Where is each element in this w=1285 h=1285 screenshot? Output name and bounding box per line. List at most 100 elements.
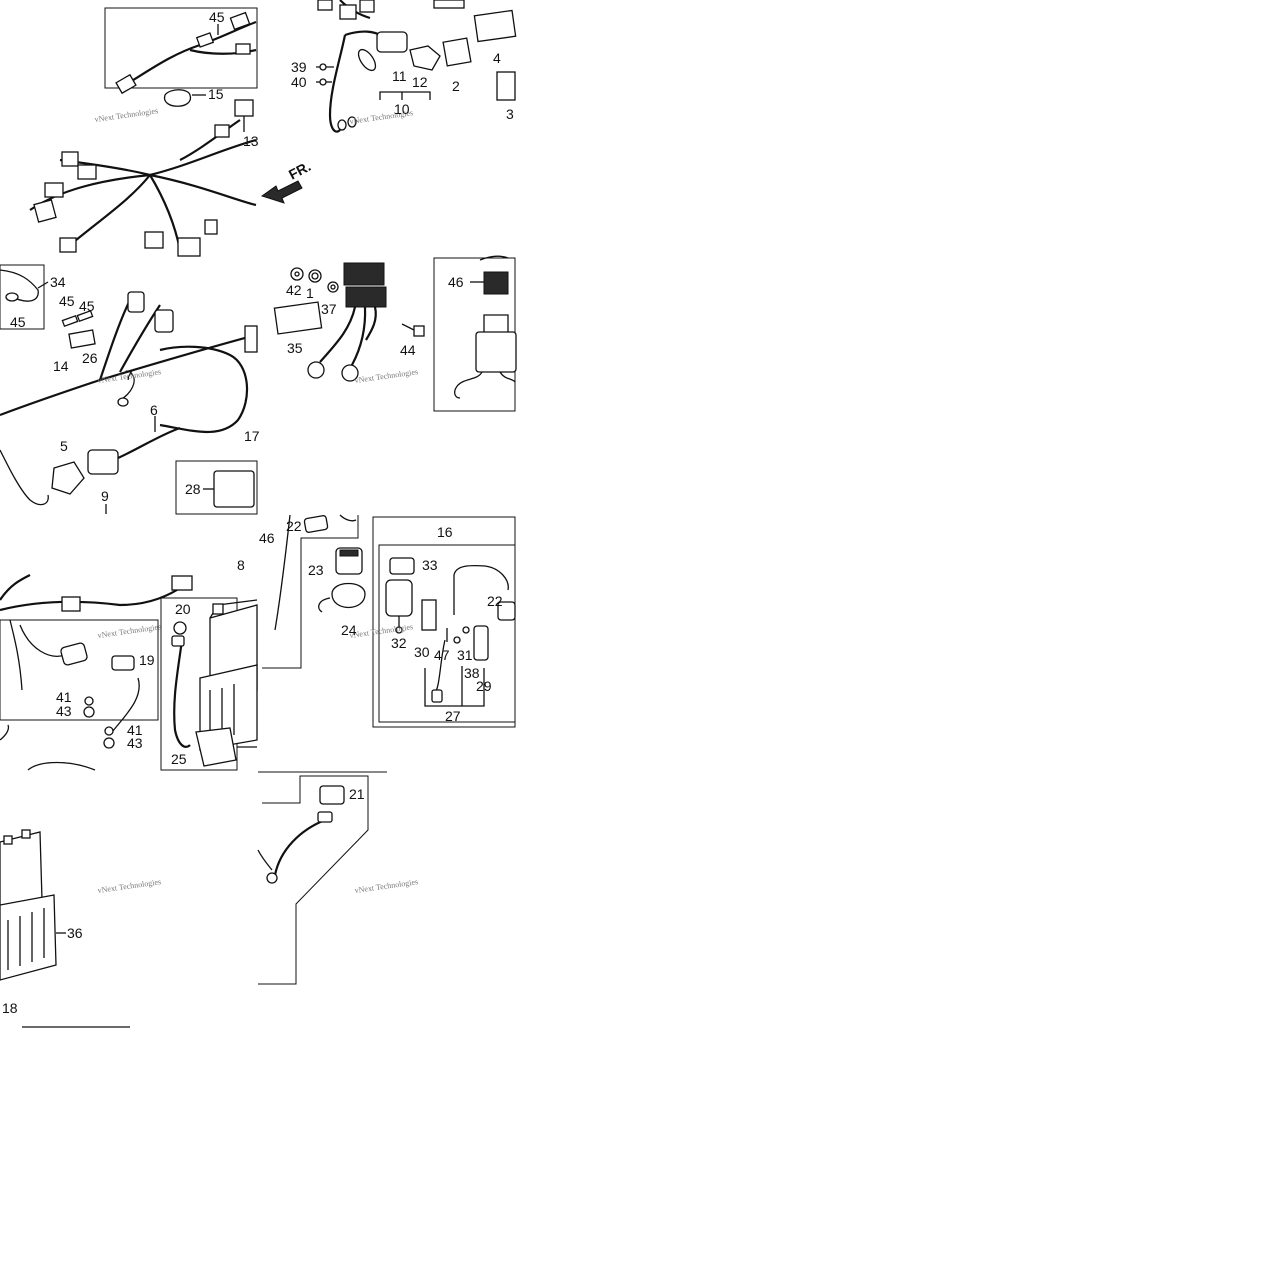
watermark: vNext Technologies bbox=[97, 877, 162, 895]
unit-28 bbox=[213, 470, 255, 508]
callout-4: 4 bbox=[493, 50, 501, 66]
callout-45: 45 bbox=[10, 314, 26, 330]
callout-5: 5 bbox=[60, 438, 68, 454]
callout-27: 27 bbox=[445, 708, 461, 724]
fuses-45 bbox=[61, 309, 94, 328]
part-3 bbox=[496, 71, 516, 101]
switch-32 bbox=[385, 579, 413, 634]
tile-harness-14: vNext Technologies 34 45 45 45 26 14 7 6… bbox=[0, 264, 260, 515]
callout-35: 35 bbox=[287, 340, 303, 356]
bolts-39-40 bbox=[316, 63, 334, 86]
watermark: vNext Technologies bbox=[354, 367, 419, 385]
callout-39: 39 bbox=[291, 59, 307, 75]
callout-12: 12 bbox=[412, 74, 428, 90]
callout-22: 22 bbox=[487, 593, 503, 609]
inset-frame-17 bbox=[175, 460, 258, 515]
battery-18 bbox=[0, 829, 57, 981]
callout-20: 20 bbox=[175, 601, 191, 617]
relay-11 bbox=[376, 31, 408, 53]
tile-relays: FR. vNext Technologies 39 40 11 12 10 2 … bbox=[260, 0, 517, 204]
callout-42: 42 bbox=[286, 282, 302, 298]
callout-28: 28 bbox=[185, 481, 201, 497]
part-5 bbox=[51, 461, 85, 495]
cap-22 bbox=[303, 515, 329, 533]
callout-22: 22 bbox=[286, 518, 302, 534]
unit-4 bbox=[473, 9, 517, 43]
nuts-41-43 bbox=[83, 696, 115, 749]
callout-25: 25 bbox=[171, 751, 187, 767]
fuse-box-26 bbox=[68, 329, 96, 349]
wire-10 bbox=[328, 30, 386, 133]
callout-29: 29 bbox=[476, 678, 492, 694]
callout-24: 24 bbox=[341, 622, 357, 638]
callout-2: 2 bbox=[452, 78, 460, 94]
callout-41: 41 bbox=[56, 689, 72, 705]
part-30 bbox=[421, 599, 437, 631]
inset-frame-16 bbox=[372, 516, 516, 728]
tile-starter-relay: vNext Technologies 22 46 23 24 32 16 33 … bbox=[259, 514, 516, 728]
tile-regulator: vNext Technologies 42 1 37 35 44 46 bbox=[273, 255, 517, 412]
callout-6: 6 bbox=[150, 402, 158, 418]
callout-36: 36 bbox=[67, 925, 83, 941]
part-12 bbox=[409, 45, 441, 71]
watermark: vNext Technologies bbox=[97, 622, 162, 640]
callout-43: 43 bbox=[56, 703, 72, 719]
inset-frame-27 bbox=[378, 544, 516, 723]
callout-44: 44 bbox=[400, 342, 416, 358]
nuts-42-1-37 bbox=[290, 267, 339, 293]
callout-45: 45 bbox=[79, 298, 95, 314]
regulator-33 bbox=[389, 557, 415, 575]
watermark: vNext Technologies bbox=[94, 106, 159, 124]
harness-14-run bbox=[0, 291, 258, 433]
bracket-24 bbox=[318, 582, 366, 613]
connector-13 bbox=[234, 99, 254, 117]
ignition-coil-6 bbox=[87, 416, 181, 475]
clamp-15 bbox=[164, 89, 206, 107]
front-arrow: FR. bbox=[260, 158, 313, 204]
callout-38: 38 bbox=[464, 665, 480, 681]
callout-8: 8 bbox=[237, 557, 245, 573]
regulator-rectifier bbox=[307, 262, 387, 382]
cap-19 bbox=[111, 655, 135, 671]
callout-18: 18 bbox=[2, 1000, 18, 1016]
cap-21 bbox=[319, 785, 345, 805]
callout-11: 11 bbox=[392, 68, 407, 84]
callout-1: 1 bbox=[306, 285, 314, 301]
callout-41: 41 bbox=[127, 722, 143, 738]
callout-3: 3 bbox=[506, 106, 514, 122]
callout-46: 46 bbox=[259, 530, 275, 546]
callout-7: 7 bbox=[125, 367, 133, 383]
callout-47: 47 bbox=[434, 647, 450, 663]
parts-47-31-38-29 bbox=[446, 625, 489, 661]
callout-32: 32 bbox=[391, 635, 407, 651]
callout-43: 43 bbox=[127, 735, 143, 751]
callout-45: 45 bbox=[209, 9, 225, 25]
unit-35 bbox=[273, 301, 323, 335]
bracket-10 bbox=[379, 91, 431, 100]
callout-31: 31 bbox=[457, 647, 473, 663]
front-marker: FR. bbox=[286, 158, 313, 183]
callout-19: 19 bbox=[139, 652, 155, 668]
callout-26: 26 bbox=[82, 350, 98, 366]
tile-cable-21: vNext Technologies 21 bbox=[257, 771, 419, 985]
bolt-44 bbox=[401, 323, 425, 337]
part-25 bbox=[195, 727, 237, 767]
callout-40: 40 bbox=[291, 74, 307, 90]
callout-9: 9 bbox=[101, 488, 109, 504]
callout-46: 46 bbox=[448, 274, 464, 290]
callout-23: 23 bbox=[308, 562, 324, 578]
cap-22 bbox=[497, 601, 516, 621]
callout-10: 10 bbox=[394, 101, 410, 117]
callout-16: 16 bbox=[437, 524, 453, 540]
callout-21: 21 bbox=[349, 786, 365, 802]
relay-2 bbox=[442, 37, 472, 67]
callout-37: 37 bbox=[321, 301, 337, 317]
sub-harness-45 bbox=[115, 11, 257, 95]
watermark: vNext Technologies bbox=[354, 877, 419, 895]
cable-20 bbox=[171, 621, 191, 748]
callout-45: 45 bbox=[59, 293, 75, 309]
callout-33: 33 bbox=[422, 557, 438, 573]
tile-battery-cables: vNext Technologies 8 20 19 41 43 41 43 2… bbox=[0, 557, 258, 771]
inset-frame bbox=[104, 7, 258, 89]
